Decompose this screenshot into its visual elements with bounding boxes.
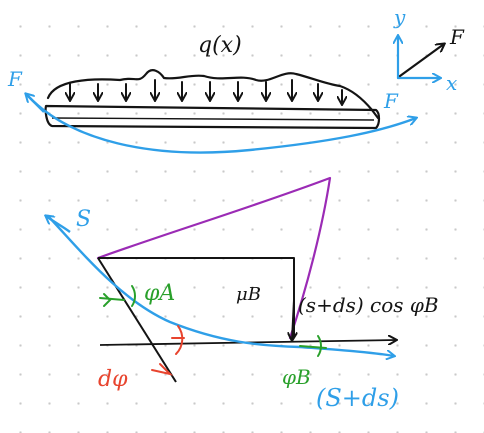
angle-marks-b (299, 335, 327, 357)
moment-b-label: μB (236, 284, 261, 305)
beam-midline (51, 117, 375, 121)
coordinate-axes (398, 36, 444, 78)
angle-marks-dphi (151, 325, 185, 376)
force-vector (398, 44, 444, 78)
tangent-a (97, 257, 177, 383)
d-phi-label: dφ (98, 367, 128, 392)
force-right-label: F (383, 89, 399, 113)
force-component-label: (s+ds) cos φB (298, 293, 439, 317)
beam-diagram: q(x) F F (7, 33, 416, 154)
force-left-arrow (26, 94, 45, 113)
angle-marks-a (99, 285, 136, 307)
y-axis-label: y (393, 5, 406, 29)
load-arrows (70, 79, 342, 104)
arrow-to-b (292, 299, 294, 340)
beam-body (44, 104, 381, 130)
s-plus-ds-label: (S+ds) (316, 384, 399, 412)
load-label: q(x) (198, 33, 242, 58)
phi-a-label: φA (144, 281, 175, 306)
lever-frame (98, 257, 295, 338)
s-arrow (46, 216, 71, 233)
deflection-curve (26, 94, 416, 154)
moment-triangle (96, 176, 332, 340)
fiber-curve (46, 214, 394, 356)
element-detail: S φA μB (s+ds) cos φB dφ φB (S+ds) (46, 176, 439, 412)
force-vector-label: F (449, 25, 465, 49)
x-axis-label: x (446, 71, 457, 95)
force-left-label: F (7, 67, 23, 91)
s-label: S (76, 207, 91, 232)
phi-b-label: φB (282, 365, 311, 389)
distributed-load-curve (46, 69, 380, 120)
